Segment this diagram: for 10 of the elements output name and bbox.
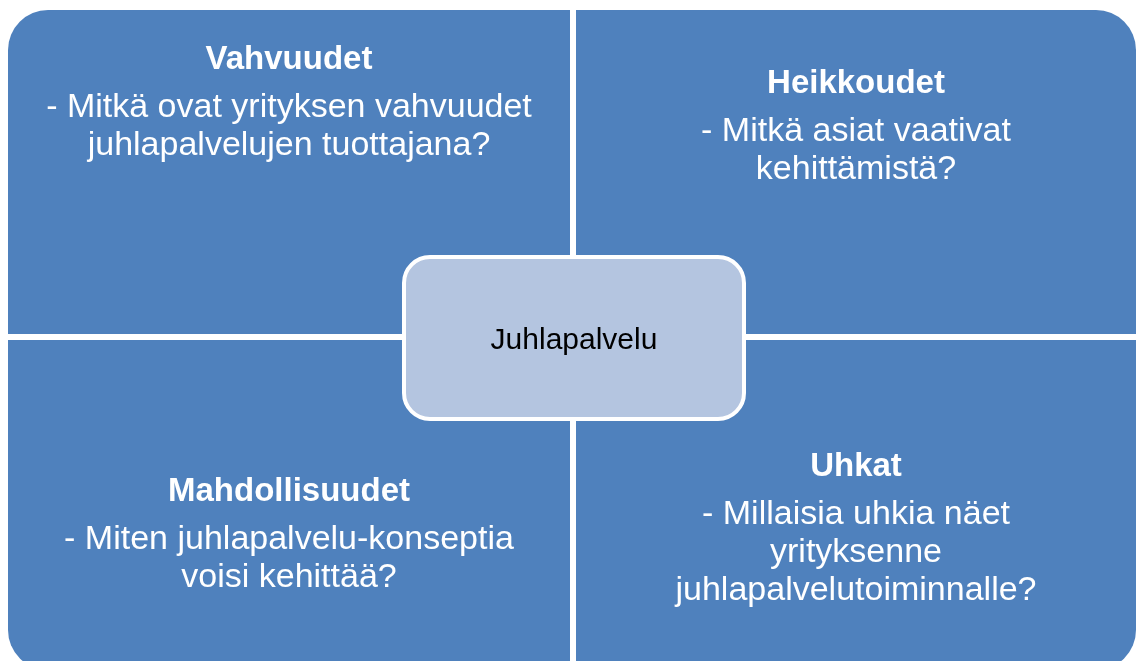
quadrant-heading: Mahdollisuudet <box>168 470 410 510</box>
quadrant-heading: Uhkat <box>810 445 902 485</box>
quadrant-text: - Mitkä ovat yrityksen vahvuudet juhlapalvelujen tuottajana? <box>45 86 533 162</box>
center-box <box>402 255 746 421</box>
quadrant-text: - Millaisia uhkia näet yrityksenne juhlapalvelutoiminnalle? <box>673 493 1038 607</box>
quadrant-heading: Vahvuudet <box>205 38 373 78</box>
quadrant-heading: Heikkoudet <box>767 62 945 102</box>
quadrant-text: - Miten juhlapalvelu-konseptia voisi kehittää? <box>63 518 515 594</box>
quadrant-text: - Mitkä asiat vaativat kehittämistä? <box>700 110 1012 186</box>
center-label: Juhlapalvelu <box>490 320 658 357</box>
